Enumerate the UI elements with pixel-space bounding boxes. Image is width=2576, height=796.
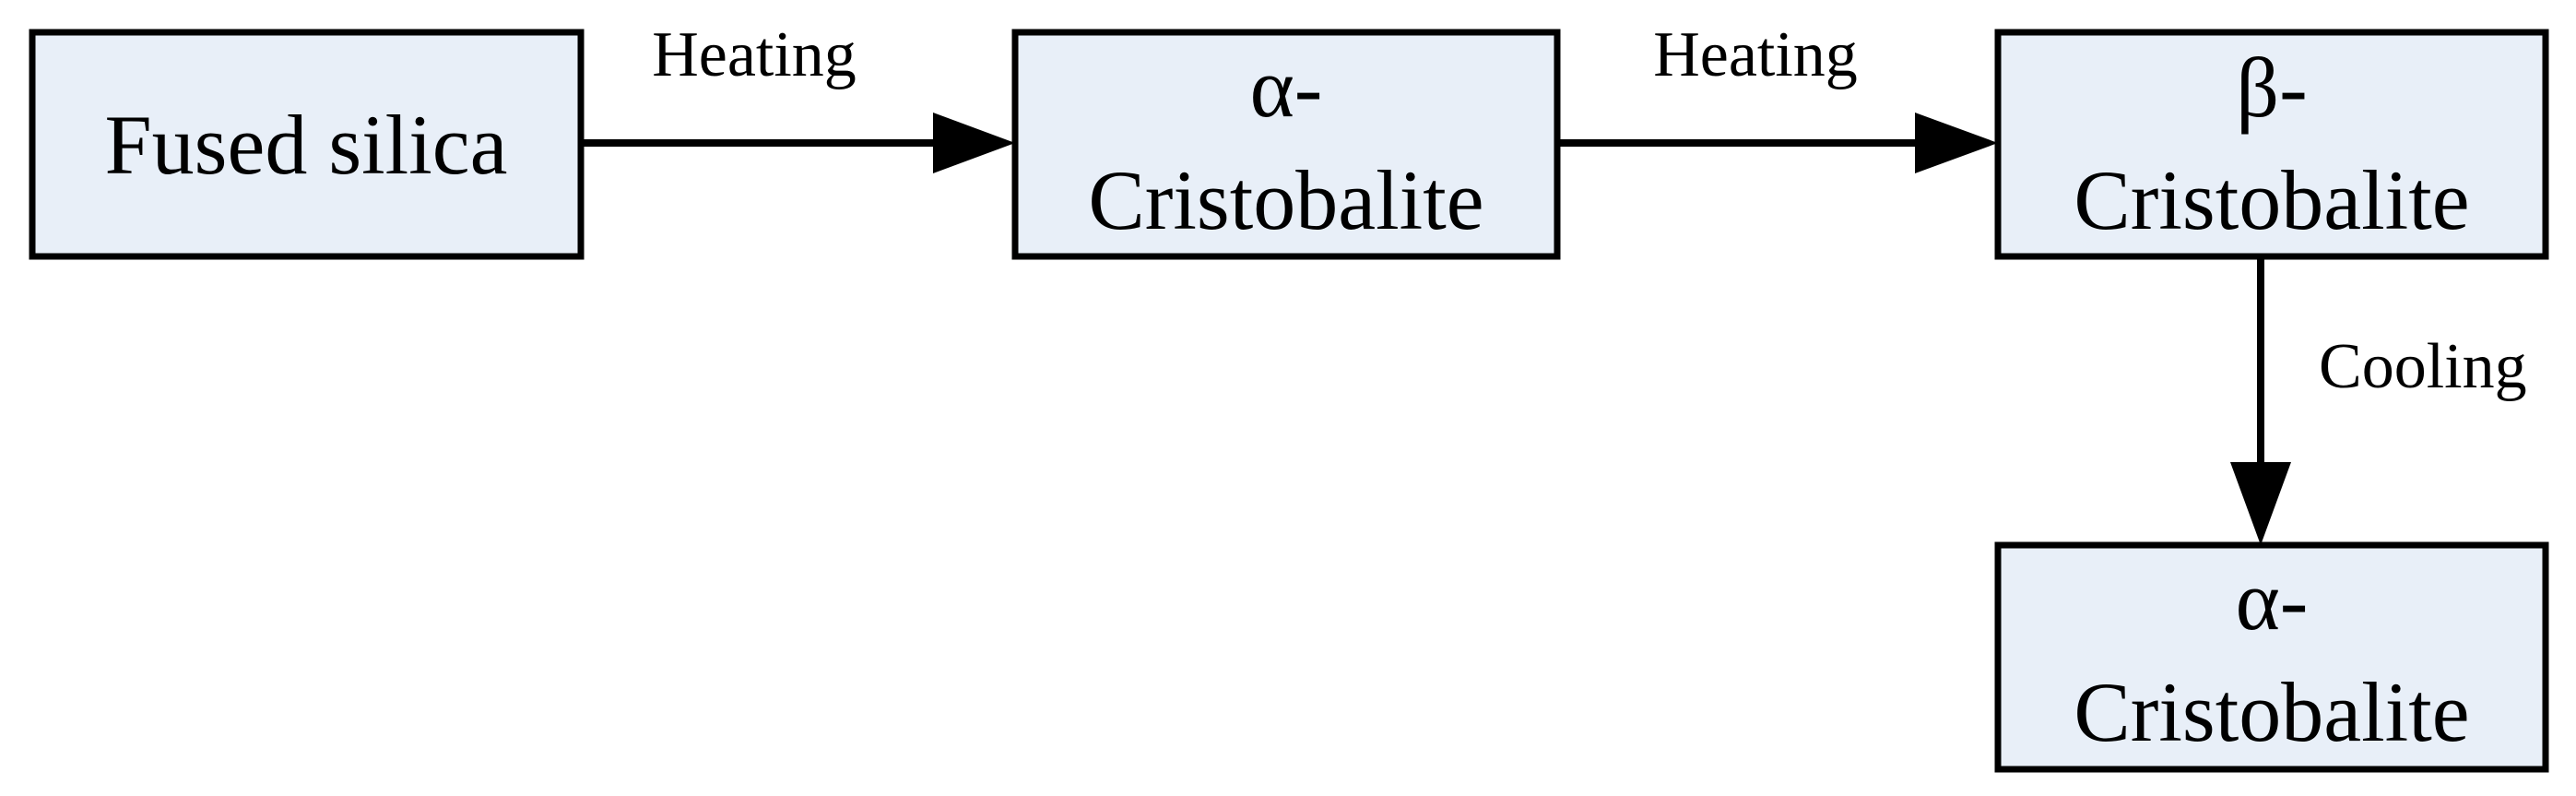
node-fused-silica: Fused silica: [29, 29, 585, 260]
node-beta-cristobalite-line-1: β-: [2236, 41, 2307, 135]
edge-cooling-label: Cooling: [2319, 331, 2527, 402]
edge-cooling-arrowhead: [2230, 462, 2291, 545]
node-fused-silica-label: Fused silica: [105, 98, 508, 192]
node-alpha-cristobalite-2-line-2: Cristobalite: [2074, 665, 2469, 759]
node-alpha-cristobalite-2-box: [1994, 541, 2549, 773]
edge-heating-2: Heating: [1557, 19, 1998, 173]
node-alpha-cristobalite-1: α- Cristobalite: [1011, 29, 1561, 260]
node-fused-silica-box: [29, 29, 585, 260]
edge-heating-2-arrowhead: [1915, 113, 1998, 173]
edge-heating-1-label: Heating: [652, 19, 857, 90]
node-beta-cristobalite: β- Cristobalite: [1994, 29, 2549, 260]
edge-heating-1: Heating: [581, 19, 1015, 173]
node-beta-cristobalite-box: [1994, 29, 2549, 260]
node-alpha-cristobalite-1-line-2: Cristobalite: [1088, 153, 1483, 247]
node-alpha-cristobalite-1-box: [1011, 29, 1561, 260]
edge-cooling: Cooling: [2230, 256, 2527, 545]
edge-heating-2-label: Heating: [1653, 19, 1858, 90]
node-alpha-cristobalite-1-line-1: α-: [1250, 41, 1323, 135]
edge-heating-1-arrowhead: [933, 113, 1015, 173]
node-alpha-cristobalite-2: α- Cristobalite: [1994, 541, 2549, 773]
node-beta-cristobalite-line-2: Cristobalite: [2074, 153, 2469, 247]
node-alpha-cristobalite-2-line-1: α-: [2236, 553, 2309, 647]
